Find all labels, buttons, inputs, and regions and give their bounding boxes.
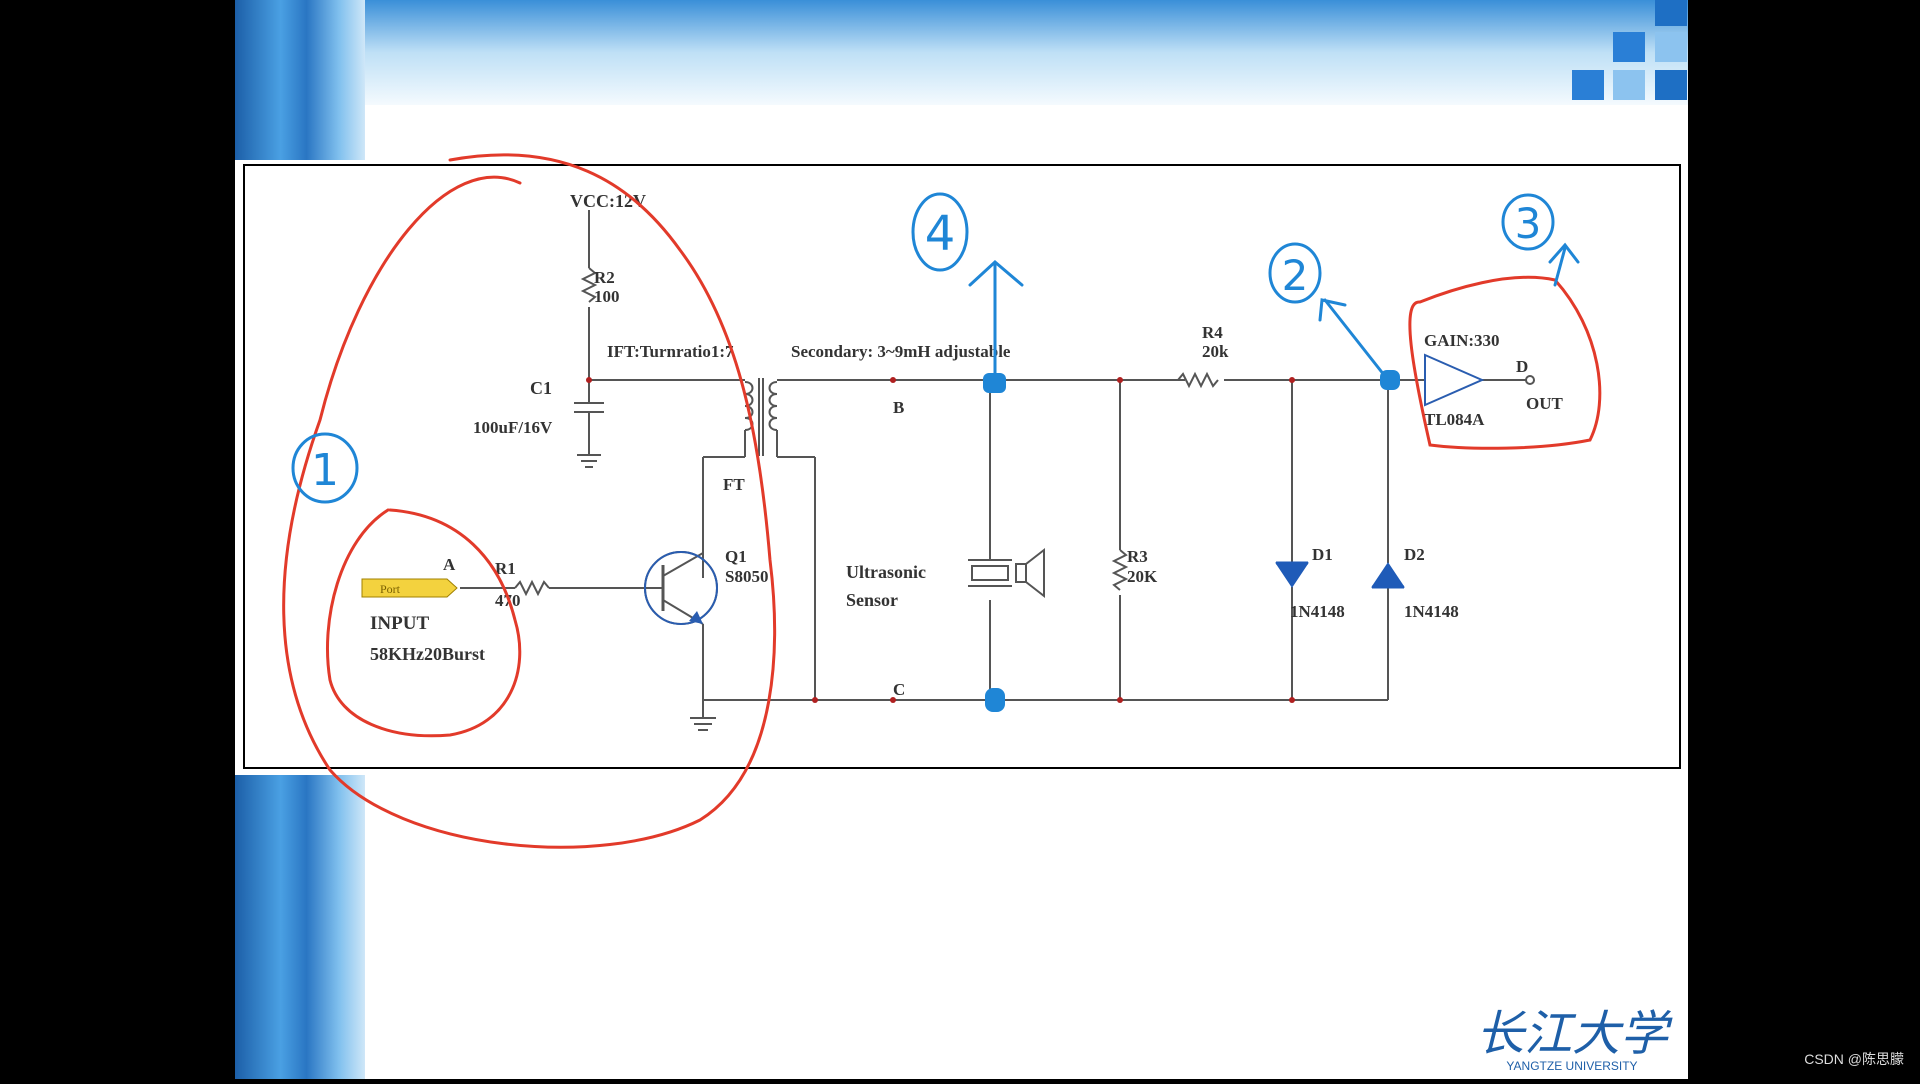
d2-value: 1N4148 bbox=[1404, 602, 1459, 621]
q1-name: Q1 bbox=[725, 547, 747, 566]
sensor-label-line2: Sensor bbox=[846, 590, 898, 610]
decorative-squares bbox=[1572, 0, 1687, 100]
d1-value: 1N4148 bbox=[1290, 602, 1345, 621]
amp-name: TL084A bbox=[1424, 410, 1485, 429]
university-logo-english: YANGTZE UNIVERSITY bbox=[1506, 1059, 1637, 1073]
annotation-number-1: 1 bbox=[311, 445, 339, 496]
transistor-symbol bbox=[644, 551, 718, 625]
sensor-label-line1: Ultrasonic bbox=[846, 562, 926, 582]
transistor-arrow bbox=[689, 611, 703, 624]
q1-value: S8050 bbox=[725, 567, 768, 586]
r4-name: R4 bbox=[1202, 323, 1223, 342]
node-b-label: B bbox=[893, 398, 904, 417]
gain-label: GAIN:330 bbox=[1424, 331, 1500, 350]
slide-left-band-bottom bbox=[235, 775, 365, 1079]
arrow-2 bbox=[1318, 298, 1390, 382]
annotation-circle-4 bbox=[911, 192, 969, 272]
annotation-number-2: 2 bbox=[1282, 251, 1309, 300]
annotation-circle-2 bbox=[1268, 242, 1322, 304]
port-label: Port bbox=[380, 582, 401, 596]
slide-header-band bbox=[235, 0, 1688, 105]
schematic-frame bbox=[243, 164, 1681, 769]
r4-value: 20k bbox=[1202, 342, 1229, 361]
arrow-3 bbox=[1548, 242, 1580, 287]
node-c-label: C bbox=[893, 680, 905, 699]
blue-annotations bbox=[291, 192, 1580, 504]
node-dots bbox=[586, 377, 1295, 703]
out-label: OUT bbox=[1526, 394, 1564, 413]
annotation-numbers: 1 4 2 3 bbox=[311, 199, 1541, 496]
d2-name: D2 bbox=[1404, 545, 1425, 564]
r2-name: R2 bbox=[594, 268, 615, 287]
red-annotations bbox=[282, 153, 1602, 849]
r1-name: R1 bbox=[495, 559, 516, 578]
diode-symbols bbox=[1275, 561, 1405, 589]
arrow-4 bbox=[968, 259, 1024, 387]
r3-value: 20K bbox=[1127, 567, 1158, 586]
annotation-circle-3 bbox=[1501, 193, 1555, 251]
r3-name: R3 bbox=[1127, 547, 1148, 566]
red-circle-input bbox=[326, 508, 522, 738]
c1-value: 100uF/16V bbox=[473, 418, 553, 437]
node-d-label: D bbox=[1516, 357, 1528, 376]
blue-node-marks bbox=[983, 370, 1400, 712]
slide-left-band-top bbox=[235, 0, 365, 160]
ft-label: FT bbox=[723, 475, 745, 494]
university-logo-chinese: 长江大学 bbox=[1476, 1006, 1673, 1062]
schematic-wires bbox=[460, 210, 1535, 731]
c1-name: C1 bbox=[530, 378, 552, 398]
node-a-label: A bbox=[443, 555, 456, 574]
annotation-circle-1 bbox=[291, 432, 359, 504]
secondary-label: Secondary: 3~9mH adjustable bbox=[791, 342, 1011, 361]
red-circle-amplifier bbox=[1408, 275, 1602, 450]
input-label: INPUT bbox=[370, 613, 429, 634]
r2-value: 100 bbox=[594, 287, 620, 306]
input-port bbox=[361, 578, 458, 598]
annotation-number-3: 3 bbox=[1515, 199, 1542, 248]
csdn-watermark: CSDN @陈思朦 bbox=[1804, 1051, 1904, 1067]
red-circle-driver bbox=[282, 153, 777, 849]
input-desc: 58KHz20Burst bbox=[370, 644, 485, 664]
ift-label: IFT:Turnratio1:7 bbox=[607, 342, 734, 361]
d1-name: D1 bbox=[1312, 545, 1333, 564]
annotation-number-4: 4 bbox=[925, 206, 956, 262]
amplifier-symbol bbox=[1424, 353, 1485, 407]
schematic-labels: VCC:12V R2 100 C1 100uF/16V IFT:Turnrati… bbox=[370, 191, 1564, 699]
